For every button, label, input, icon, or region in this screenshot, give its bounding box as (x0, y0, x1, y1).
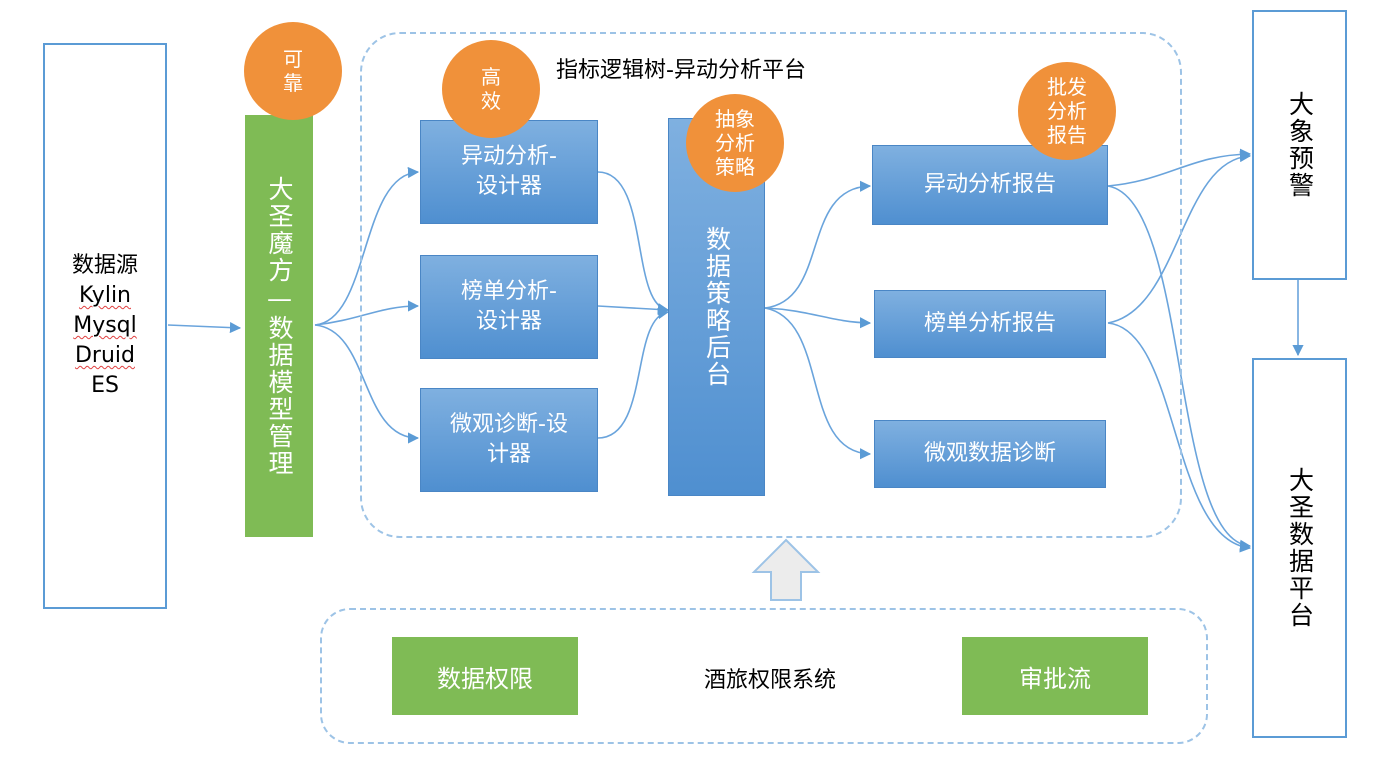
arrow-report-1-to-data-platform (1107, 185, 1252, 551)
arrow-model-to-designer-1 (314, 166, 420, 326)
model-management-label: 大圣魔方—数据模型管理 (265, 175, 294, 477)
permission-system-title: 酒旅权限系统 (704, 668, 837, 693)
data-platform-box: 大圣数据平台 (1252, 358, 1347, 738)
arrow-designer-3-to-backend (597, 308, 670, 439)
report-label: 榜单分析报告 (923, 311, 1056, 336)
badge-abstract-text: 抽象分析策略 (715, 107, 755, 179)
approval-flow-box: 审批流 (962, 637, 1148, 715)
data-source-item: Mysql (73, 313, 137, 338)
report-ranking: 榜单分析报告 (874, 290, 1106, 358)
report-micro: 微观数据诊断 (874, 420, 1106, 488)
report-label: 微观数据诊断 (923, 441, 1056, 466)
approval-flow-label: 审批流 (1019, 664, 1091, 693)
designer-label: 微观诊断-设计器 (450, 412, 568, 467)
analysis-platform-group (360, 32, 1182, 538)
designer-anomaly: 异动分析-设计器 (420, 120, 598, 224)
data-source-box: 数据源 Kylin Mysql Druid ES (43, 43, 167, 609)
platform-title: 指标逻辑树-异动分析平台 (556, 58, 806, 83)
data-source-title: 数据源 (71, 253, 138, 278)
strategy-backend-label: 数据策略后台 (702, 226, 732, 388)
data-source-item: ES (91, 373, 119, 398)
report-label: 异动分析报告 (923, 172, 1056, 197)
arrow-backend-to-report-1 (764, 180, 872, 309)
arrow-model-to-designer-2 (314, 300, 420, 326)
arrow-report-1-to-alert (1107, 148, 1252, 187)
badge-efficient-text: 高效 (481, 65, 501, 113)
data-source-item: Kylin (78, 283, 131, 308)
badge-abstract-strategy: 抽象分析策略 (686, 94, 784, 192)
data-permission-box: 数据权限 (392, 637, 578, 715)
up-arrow (751, 538, 821, 601)
arrow-backend-to-report-2 (764, 307, 872, 329)
badge-batch-report: 批发分析报告 (1018, 62, 1116, 160)
elephant-alert-label: 大象预警 (1285, 91, 1315, 199)
arrow-backend-to-report-3 (764, 307, 872, 460)
arrow-model-to-designer-3 (314, 324, 420, 444)
arrow-designer-2-to-backend (597, 303, 670, 316)
model-management-bar: 大圣魔方—数据模型管理 (245, 115, 313, 537)
badge-reliable: 可靠 (244, 22, 342, 120)
designer-micro: 微观诊断-设计器 (420, 388, 598, 492)
permission-system-group (320, 608, 1208, 744)
badge-batch-text: 批发分析报告 (1047, 75, 1087, 147)
designer-label: 榜单分析-设计器 (461, 279, 557, 334)
designer-ranking: 榜单分析-设计器 (420, 255, 598, 359)
badge-efficient: 高效 (442, 40, 540, 138)
designer-label: 异动分析-设计器 (461, 144, 557, 199)
arrow-source-to-model (167, 321, 242, 334)
arrow-designer-1-to-backend (597, 171, 670, 315)
data-source-item: Druid (74, 343, 135, 368)
badge-reliable-text: 可靠 (283, 47, 303, 95)
data-permission-label: 数据权限 (437, 664, 533, 693)
elephant-alert-box: 大象预警 (1252, 10, 1347, 280)
data-platform-label: 大圣数据平台 (1285, 467, 1315, 629)
arrow-report-2-to-data-platform (1107, 322, 1252, 553)
arrow-report-2-to-alert (1107, 151, 1252, 324)
